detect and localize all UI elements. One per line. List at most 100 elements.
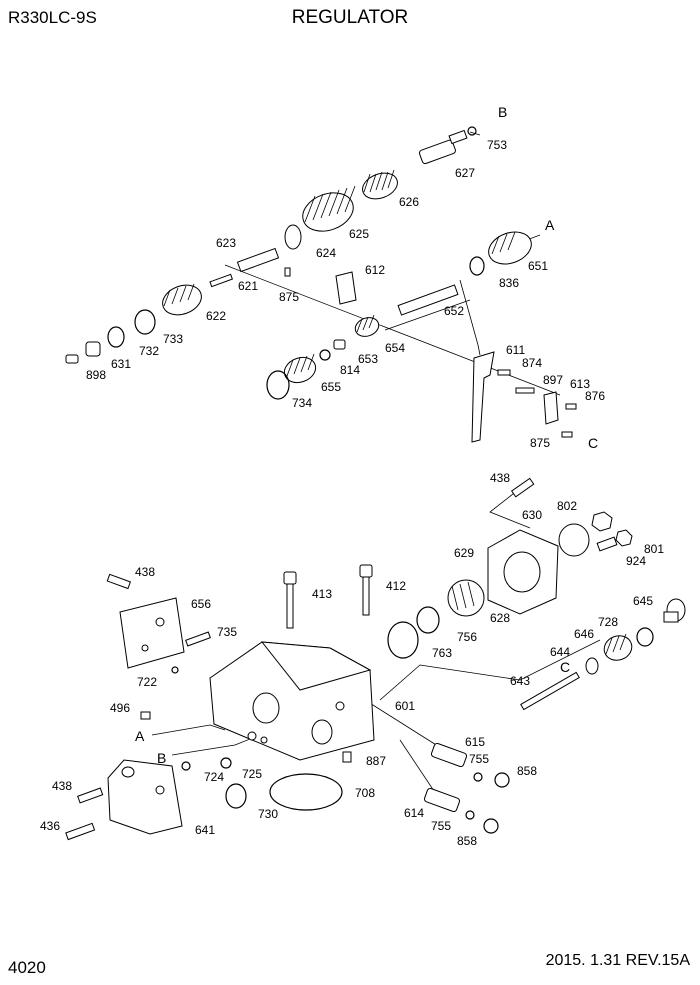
- callout-763: 763: [432, 646, 452, 660]
- callout-734: 734: [292, 396, 312, 410]
- callout-436: 436: [40, 819, 60, 833]
- callout-629: 629: [454, 546, 474, 560]
- part-858-snap-ring-b: [483, 818, 499, 834]
- part-646-spring: [603, 633, 633, 661]
- callout-898: 898: [86, 368, 106, 382]
- callout-732: 732: [139, 344, 159, 358]
- part-733-o-ring: [134, 309, 156, 335]
- callout-646: 646: [574, 627, 594, 641]
- part-413-bolt-shank: [286, 583, 294, 629]
- part-654-spring: [354, 314, 380, 337]
- part-734-o-ring: [266, 370, 290, 400]
- callout-875-lower: 875: [530, 436, 550, 450]
- part-887-pin: [342, 751, 352, 763]
- part-924-set-screw: [596, 536, 618, 552]
- part-732-o-ring: [107, 326, 125, 348]
- callout-655: 655: [321, 380, 341, 394]
- part-438-bolt-b: [106, 573, 132, 590]
- callout-708: 708: [355, 786, 375, 800]
- part-897-pin: [515, 387, 535, 394]
- callout-802: 802: [557, 499, 577, 513]
- ref-B-lower: B: [157, 750, 166, 766]
- callout-654: 654: [385, 341, 405, 355]
- reference-letters: B A C C A B: [135, 104, 598, 766]
- callout-438-bottom: 438: [52, 779, 72, 793]
- part-631-plug: [85, 341, 101, 357]
- callout-438-top: 438: [490, 471, 510, 485]
- part-644-spring-seat: [585, 657, 599, 675]
- callout-733: 733: [163, 332, 183, 346]
- callout-801: 801: [644, 542, 664, 556]
- callout-836: 836: [499, 276, 519, 290]
- callout-625: 625: [349, 227, 369, 241]
- part-836-snap-ring: [469, 256, 485, 276]
- part-763-o-ring: [387, 621, 419, 659]
- part-898-plug: [65, 354, 79, 364]
- part-629-cover: [487, 529, 559, 615]
- callout-611: 611: [506, 343, 525, 357]
- part-874-pin: [497, 369, 511, 376]
- part-876-pin: [565, 403, 577, 410]
- part-814-ring: [319, 349, 331, 361]
- callout-628: 628: [490, 611, 510, 625]
- part-630-lock-nut: [558, 523, 590, 557]
- callout-645: 645: [633, 594, 653, 608]
- part-858-snap-ring-a: [494, 772, 510, 788]
- part-625-spring: [302, 185, 356, 232]
- page-title: REGULATOR: [291, 7, 409, 28]
- part-612-lever: [335, 271, 357, 305]
- part-708-o-ring: [269, 773, 343, 811]
- part-626-spring: [362, 169, 398, 200]
- callout-858-b: 858: [457, 834, 477, 848]
- callout-496: 496: [110, 701, 130, 715]
- callout-601: 601: [395, 699, 415, 713]
- callout-614: 614: [404, 806, 424, 820]
- callout-897: 897: [543, 373, 563, 387]
- callout-728: 728: [598, 615, 618, 629]
- ref-B-top: B: [498, 104, 507, 120]
- callout-613: 613: [570, 377, 590, 391]
- part-645-plug: [663, 598, 686, 623]
- part-496-plug: [140, 711, 151, 720]
- callout-630: 630: [522, 508, 542, 522]
- part-601-casing: [209, 641, 375, 761]
- part-756-o-ring: [416, 606, 440, 634]
- part-735-o-ring: [185, 631, 211, 647]
- part-623-rod: [236, 247, 280, 273]
- callout-413: 413: [312, 587, 332, 601]
- callout-627: 627: [455, 166, 475, 180]
- callout-622: 622: [206, 309, 226, 323]
- callout-924: 924: [626, 554, 646, 568]
- callout-652: 652: [444, 304, 464, 318]
- callout-735: 735: [217, 625, 237, 639]
- part-622-sleeve: [162, 283, 202, 316]
- callout-814: 814: [340, 363, 360, 377]
- part-613-lever: [543, 391, 559, 425]
- part-436-bolt: [65, 822, 96, 841]
- callout-725: 725: [242, 767, 262, 781]
- part-722-o-ring: [171, 666, 179, 674]
- part-753-o-ring: [467, 126, 477, 136]
- part-755-o-ring-a: [473, 772, 483, 782]
- part-438-bolt-c: [77, 787, 104, 804]
- ref-A-top: A: [545, 217, 555, 233]
- part-655-spring: [283, 353, 317, 384]
- part-653-seat: [333, 339, 346, 350]
- part-875-pin-upper: [284, 267, 291, 277]
- part-801-nut: [615, 529, 633, 547]
- callout-621: 621: [238, 279, 258, 293]
- part-643-pilot-piston: [520, 671, 580, 711]
- part-641-pilot-cover: [107, 759, 183, 835]
- page-number: 4020: [8, 958, 46, 977]
- callout-755-b: 755: [431, 819, 451, 833]
- callout-626: 626: [399, 195, 419, 209]
- callout-641: 641: [195, 823, 215, 837]
- part-611-feedback-lever: [471, 351, 495, 443]
- part-624-washer: [284, 224, 302, 250]
- callout-722: 722: [137, 675, 157, 689]
- callout-651: 651: [528, 259, 548, 273]
- callout-753: 753: [487, 138, 507, 152]
- callout-643: 643: [510, 674, 530, 688]
- part-651-sleeve: [488, 231, 532, 265]
